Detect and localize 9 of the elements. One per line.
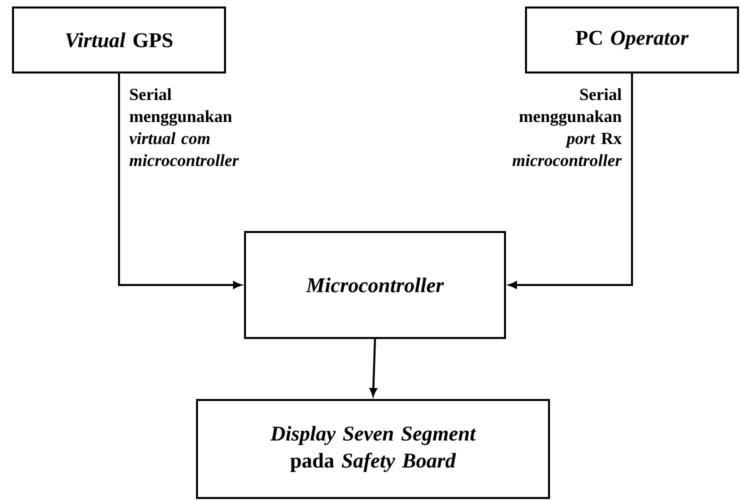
edge-label: Serial menggunakan port Rx microcontroller xyxy=(512,88,622,166)
arrow xyxy=(370,338,377,396)
display-box: Display Seven Segment pada Safety Board xyxy=(196,399,550,499)
arrow xyxy=(118,74,242,289)
source-box: Virtual GPS xyxy=(12,6,226,74)
controller-box: Microcontroller xyxy=(244,231,506,339)
edge-label: Serial menggunakan virtual com microcontroller xyxy=(129,88,239,166)
arrow xyxy=(508,74,633,289)
source-box: PC Operator xyxy=(525,6,739,74)
